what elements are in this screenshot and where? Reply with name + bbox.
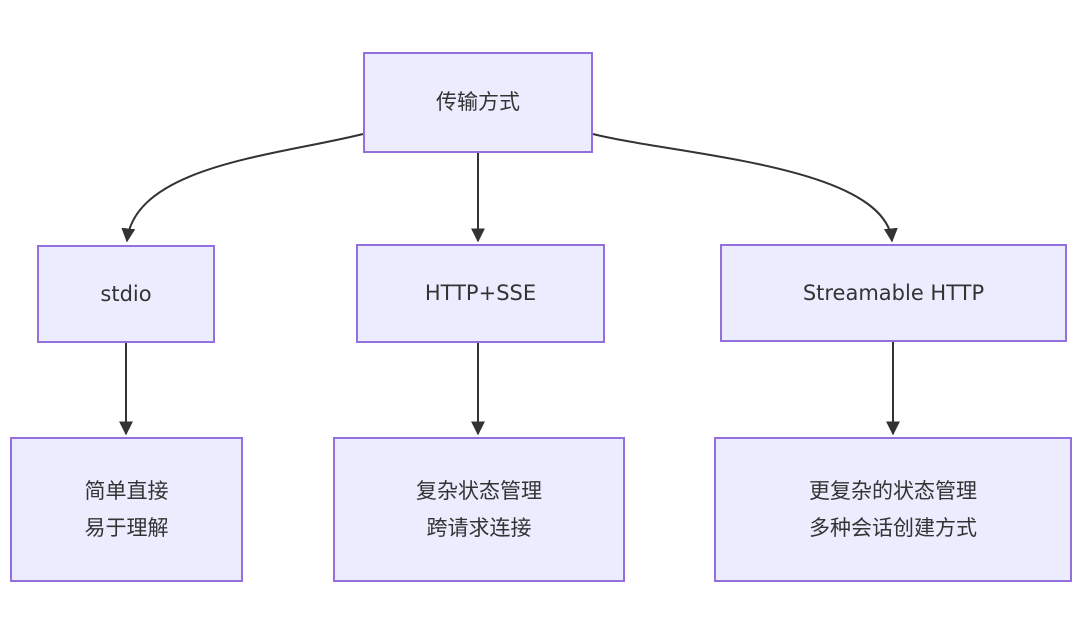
node-stdio-traits: 简单直接 易于理解 [10, 437, 243, 582]
streamable-http-trait-line-1: 更复杂的状态管理 [809, 478, 977, 503]
http-sse-trait-line-2: 跨请求连接 [426, 515, 532, 540]
node-streamable-http: Streamable HTTP [720, 244, 1067, 342]
node-http-sse: HTTP+SSE [356, 244, 605, 343]
stdio-trait-line-2: 易于理解 [84, 515, 169, 540]
streamable-http-trait-line-2: 多种会话创建方式 [809, 515, 977, 540]
node-http-sse-label: HTTP+SSE [424, 281, 537, 305]
node-transport-method: 传输方式 [363, 52, 593, 153]
http-sse-trait-line-1: 复杂状态管理 [416, 478, 542, 503]
node-streamable-http-traits: 更复杂的状态管理 多种会话创建方式 [714, 437, 1072, 582]
stdio-trait-line-1: 简单直接 [84, 478, 169, 503]
node-stdio: stdio [37, 245, 215, 343]
node-transport-method-label: 传输方式 [436, 90, 520, 114]
edge-root-to-stdio [121, 133, 364, 243]
node-stdio-label: stdio [100, 281, 152, 306]
edge-root-to-streamable-http [592, 133, 898, 243]
node-http-sse-traits: 复杂状态管理 跨请求连接 [333, 437, 625, 582]
node-streamable-http-label: Streamable HTTP [802, 280, 985, 305]
